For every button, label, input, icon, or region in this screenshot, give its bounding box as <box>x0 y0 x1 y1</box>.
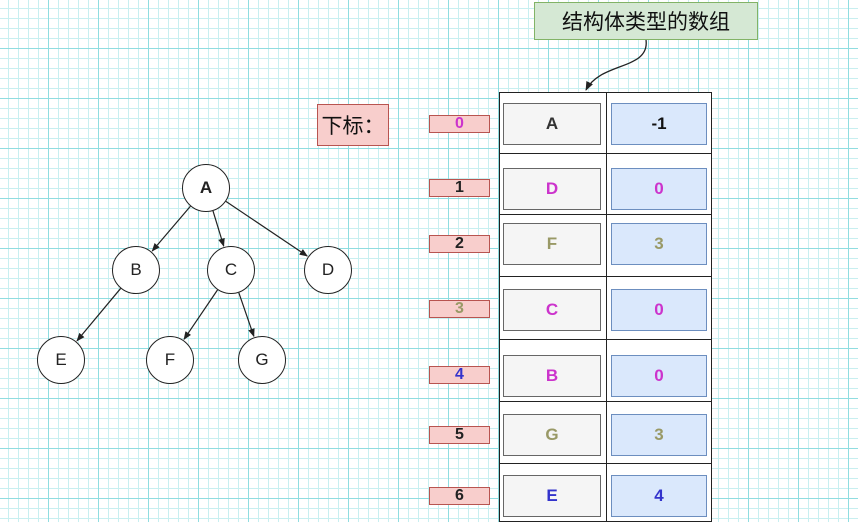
array-column-divider <box>606 92 607 522</box>
parent-cell-6: 4 <box>611 475 707 517</box>
tree-node-g: G <box>238 336 286 384</box>
tree-edge-c-g <box>238 292 255 338</box>
data-cell-5: G <box>503 414 601 456</box>
title-pointer-arrow <box>585 39 647 91</box>
parent-cell-2: 3 <box>611 223 707 265</box>
array-row-divider <box>499 276 712 277</box>
array-row-divider <box>499 339 712 340</box>
data-cell-6: E <box>503 475 601 517</box>
array-row-divider <box>499 463 712 464</box>
index-cell-6: 6 <box>429 487 490 505</box>
tree-edges <box>76 200 308 342</box>
array-row-divider <box>499 214 712 215</box>
tree-node-b: B <box>112 246 160 294</box>
tree-node-d: D <box>304 246 352 294</box>
node-label: A <box>199 178 213 197</box>
parent-cell-1: 0 <box>611 168 707 210</box>
data-cell-3: C <box>503 289 601 331</box>
node-label: D <box>321 260 335 279</box>
tree-edge-a-c <box>212 210 225 247</box>
tree-edge-a-d <box>225 200 308 257</box>
parent-cell-3: 0 <box>611 289 707 331</box>
parent-cell-4: 0 <box>611 355 707 397</box>
node-label: E <box>55 350 67 369</box>
node-label: G <box>255 350 269 369</box>
tree-node-a: A <box>182 164 230 212</box>
node-label: C <box>224 260 238 279</box>
data-cell-1: D <box>503 168 601 210</box>
tree-node-f: F <box>146 336 194 384</box>
tree-edge-b-e <box>76 288 122 342</box>
tree-edge-c-f <box>183 289 219 341</box>
index-cell-3: 3 <box>429 300 490 318</box>
index-cell-2: 2 <box>429 235 490 253</box>
index-cell-4: 4 <box>429 366 490 384</box>
data-cell-4: B <box>503 355 601 397</box>
tree-node-e: E <box>37 336 85 384</box>
array-row-divider <box>499 153 712 154</box>
index-cell-0: 0 <box>429 115 490 133</box>
array-row-divider <box>499 401 712 402</box>
array-title: 结构体类型的数组 <box>534 2 758 40</box>
tree-edge-a-b <box>151 205 191 252</box>
index-label: 下标： <box>317 104 389 146</box>
node-label: B <box>130 260 142 279</box>
data-cell-0: A <box>503 103 601 145</box>
parent-cell-0: -1 <box>611 103 707 145</box>
data-cell-2: F <box>503 223 601 265</box>
tree-node-c: C <box>207 246 255 294</box>
index-cell-1: 1 <box>429 179 490 197</box>
parent-cell-5: 3 <box>611 414 707 456</box>
index-cell-5: 5 <box>429 426 490 444</box>
node-label: F <box>164 350 176 369</box>
